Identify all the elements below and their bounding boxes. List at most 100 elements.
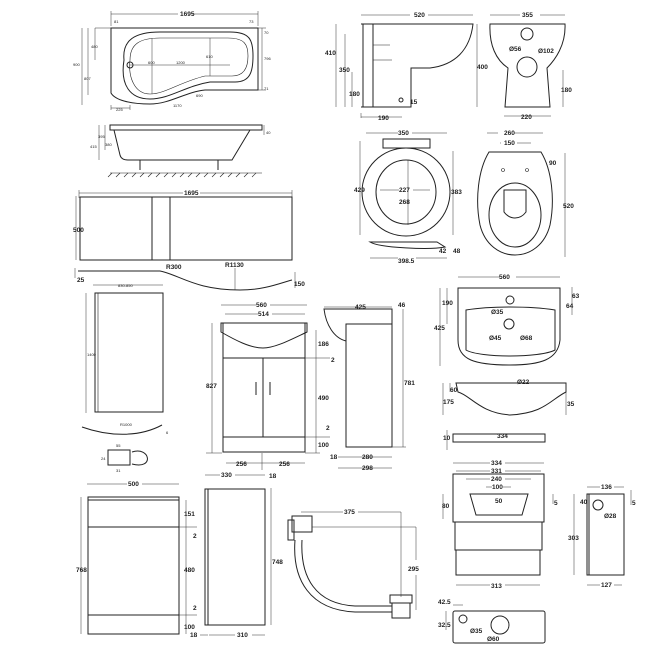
- dim-label: 225: [116, 107, 123, 112]
- bath-length-label: 1695: [180, 11, 195, 18]
- dim-label: 355: [522, 12, 533, 19]
- dim-label: 425: [434, 325, 445, 332]
- cistern-side-view: 136 40 5 Ø28 303 127: [568, 484, 636, 589]
- dim-label: 781: [404, 380, 415, 387]
- wc-unit-front: 500 768 151 2 480 2 100: [76, 481, 197, 635]
- toilet-front-view: Ø56 Ø102 355 180 220: [489, 12, 572, 121]
- dim-label: 2: [331, 357, 335, 364]
- dim-label: 240: [491, 476, 502, 483]
- dim-label: 227: [399, 187, 410, 194]
- dim-label: 807: [84, 76, 91, 81]
- dim-label: 2: [326, 425, 330, 432]
- dim-label: 15: [410, 99, 418, 106]
- dim-label: 490: [318, 395, 329, 402]
- dim-label: 25: [77, 277, 85, 284]
- dim-label: 151: [184, 511, 195, 518]
- basin-top-view: 560 190 425 63 64 Ø35 Ø45 Ø68: [434, 274, 580, 366]
- dim-label: 827: [206, 383, 217, 390]
- dim-label: 560: [499, 274, 510, 281]
- panel-height-label: 500: [73, 227, 84, 234]
- dim-label: 480: [91, 44, 98, 49]
- dim-label: R1000: [120, 422, 133, 427]
- dim-label: 398.5: [398, 258, 415, 265]
- dim-label: 560: [256, 302, 267, 309]
- bath-side-view: 415 395 380 40: [90, 124, 271, 178]
- wc-unit-side: 330 18 748 18 310: [190, 472, 283, 639]
- dim-label: 73: [249, 19, 254, 24]
- dim-label: 63: [572, 293, 580, 300]
- dim-label: 520: [414, 12, 425, 19]
- dim-label: 220: [521, 114, 532, 121]
- dim-label: 60: [450, 387, 458, 394]
- dim-label: 48: [453, 248, 461, 255]
- dim-label: 900: [73, 62, 80, 67]
- dim-label: 18: [190, 632, 198, 639]
- dim-label: 18: [330, 454, 338, 461]
- dim-label: 24: [101, 456, 106, 461]
- dim-label: 2: [193, 533, 197, 540]
- dim-label: 100: [318, 442, 329, 449]
- vanity-unit-side: 425 46 781 18 280 298: [323, 302, 415, 472]
- dim-label: 42: [439, 248, 447, 255]
- cistern-front-view: 334 331 240 100 50 80 5 313: [442, 460, 558, 590]
- toilet-pan-top-view: 260 150 90 520: [477, 130, 574, 257]
- dim-label: 768: [76, 567, 87, 574]
- dim-label: 400: [477, 64, 488, 71]
- dim-label: 10: [443, 435, 451, 442]
- dim-label: 55: [116, 443, 121, 448]
- dim-label: 31: [116, 468, 121, 473]
- dim-label: 268: [399, 199, 410, 206]
- dim-label: Ø60: [487, 636, 500, 643]
- bath-screen: 830-850 1400 R1000 6 55 24 31: [81, 283, 169, 473]
- dim-label: 280: [362, 454, 373, 461]
- dim-label: R1130: [225, 262, 244, 269]
- cistern-top-view: 42.5 32.5 Ø35 Ø60: [438, 599, 546, 644]
- dim-label: 256: [279, 461, 290, 468]
- dim-label: Ø28: [604, 513, 617, 520]
- dim-label: 100: [492, 484, 503, 491]
- dim-label: 298: [362, 465, 373, 472]
- vanity-unit-front: 560 514 827 186 2 490 2 100 256 256: [206, 302, 335, 470]
- dim-label: 40: [580, 499, 588, 506]
- dim-label: 410: [325, 50, 336, 57]
- worktop-slab: 10 334: [443, 430, 546, 450]
- dim-label: 303: [568, 535, 579, 542]
- dim-label: 6: [166, 430, 169, 435]
- dim-label: 150: [504, 140, 515, 147]
- dim-label: 42.5: [438, 599, 451, 606]
- dim-label: 190: [442, 300, 453, 307]
- bath-top-view: 1695 81 73 796 70 71 900 807 480 1200 60…: [73, 11, 271, 112]
- dim-label: 180: [561, 87, 572, 94]
- dim-label: 830-850: [118, 283, 133, 288]
- dim-label: 610: [206, 54, 213, 59]
- dim-label: 1400: [87, 352, 97, 357]
- dim-label: 334: [491, 460, 502, 467]
- dim-label: Ø22: [517, 379, 530, 386]
- dim-label: 150: [294, 281, 305, 288]
- dim-label: 46: [398, 302, 406, 309]
- dim-label: 380: [105, 142, 112, 147]
- dim-label: 5: [632, 500, 636, 507]
- dim-label: 500: [128, 481, 139, 488]
- dim-label: 690: [196, 93, 203, 98]
- dim-label: 383: [451, 189, 462, 196]
- bath-panel: 1695 500 R300 R1130 25 150: [73, 190, 305, 291]
- dim-label: 35: [567, 401, 575, 408]
- dim-label: 2: [193, 605, 197, 612]
- dim-label: 5: [554, 500, 558, 507]
- dim-label: 40: [266, 130, 271, 135]
- dim-label: 375: [344, 509, 355, 516]
- dim-label: Ø45: [489, 335, 502, 342]
- dim-label: 350: [339, 67, 350, 74]
- dim-label: 175: [443, 399, 454, 406]
- dim-label: 520: [563, 203, 574, 210]
- dim-label: 127: [601, 582, 612, 589]
- dim-label: 514: [258, 311, 269, 318]
- dim-label: 136: [601, 484, 612, 491]
- dim-label: 600: [148, 60, 155, 65]
- panel-length-label: 1695: [184, 190, 199, 197]
- dim-label: 64: [566, 303, 574, 310]
- dim-label: Ø35: [491, 309, 504, 316]
- dim-label: 81: [114, 19, 119, 24]
